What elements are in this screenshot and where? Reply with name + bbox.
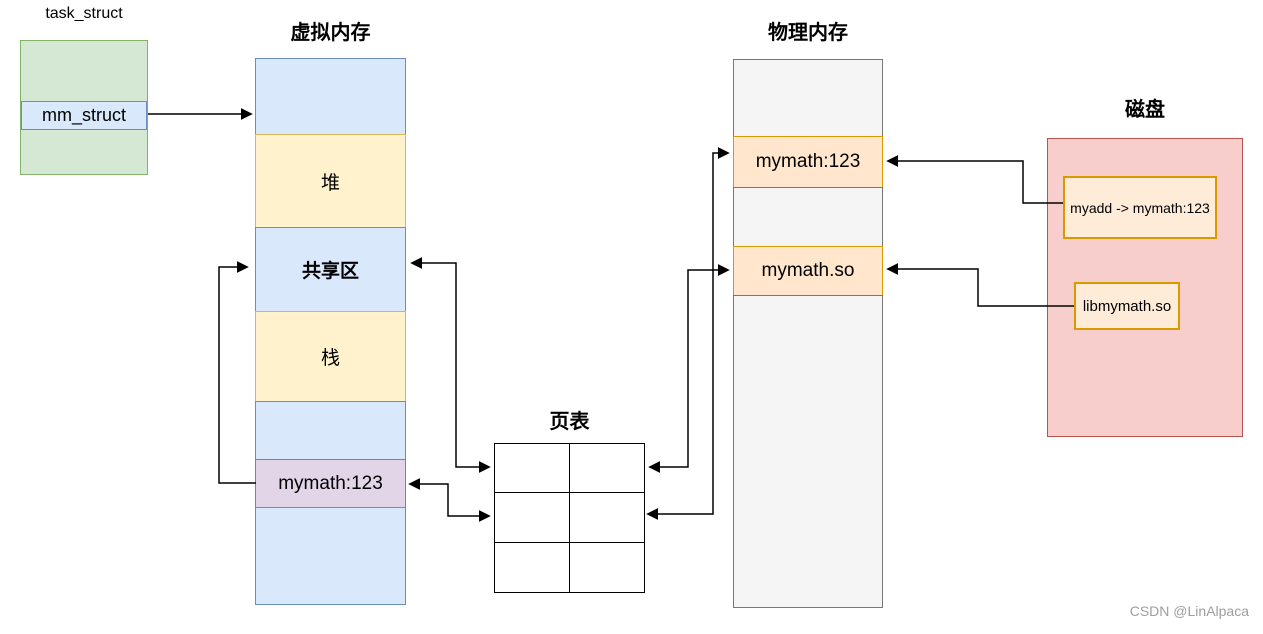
disk-title: 磁盘 — [1125, 99, 1165, 121]
pm-mymath-so-label: mymath.so — [761, 260, 855, 281]
page-table — [494, 443, 645, 593]
vm-segment-mymath: mymath:123 — [255, 459, 406, 508]
page-table-cell — [569, 493, 644, 543]
arrow-vm-mymath-to-shared-area — [218, 261, 256, 484]
arrow-disk-myadd-to-pm-mymath — [886, 155, 1063, 204]
arrow-page-table-pm-mymath — [646, 147, 730, 520]
page-table-cell — [495, 444, 570, 494]
disk-file-myadd-label: myadd -> mymath:123 — [1070, 199, 1210, 216]
pm-frame-blank — [733, 295, 883, 608]
vm-segment-stack: 栈 — [255, 311, 406, 402]
page-table-cell — [569, 444, 644, 494]
virtual-memory-title: 虚拟内存 — [290, 22, 371, 44]
pm-frame-mymath: mymath:123 — [733, 136, 883, 188]
vm-segment-bottom — [255, 507, 406, 605]
vm-segment-heap: 堆 — [255, 134, 406, 228]
pm-frame-blank — [733, 59, 883, 137]
page-table-cell — [495, 493, 570, 543]
physical-memory-title: 物理内存 — [768, 22, 848, 44]
vm-segment-shared-area: 共享区 — [255, 227, 406, 312]
physical-memory-column: mymath:123 mymath.so — [733, 59, 883, 608]
pm-frame-blank — [733, 187, 883, 247]
mm-struct-row: mm_struct — [21, 101, 147, 130]
arrow-vm-mymath-page-table — [408, 478, 491, 522]
vm-stack-label: 栈 — [320, 348, 340, 369]
vm-heap-label: 堆 — [320, 172, 340, 194]
arrow-page-table-pm-mymath-so — [648, 264, 730, 473]
disk-file-libmymath-label: libmymath.so — [1082, 297, 1172, 315]
disk-file-myadd: myadd -> mymath:123 — [1063, 176, 1217, 239]
pm-frame-mymath-so: mymath.so — [733, 246, 883, 296]
vm-segment-blank — [255, 401, 406, 460]
pm-mymath-label: mymath:123 — [755, 151, 861, 172]
disk-file-libmymath: libmymath.so — [1074, 282, 1180, 330]
task-struct-box: mm_struct — [20, 40, 148, 175]
page-table-title: 页表 — [549, 411, 590, 433]
vm-mymath-label: mymath:123 — [278, 472, 383, 494]
mm-struct-label: mm_struct — [41, 105, 126, 125]
task-struct-label: task_struct — [45, 5, 123, 22]
vm-shared-area-label: 共享区 — [301, 261, 359, 282]
vm-segment-top — [255, 58, 406, 135]
csdn-watermark: CSDN @LinAlpaca — [1129, 603, 1249, 619]
page-table-cell — [570, 543, 645, 592]
arrow-shared-area-page-table — [410, 257, 491, 473]
virtual-memory-column: 堆 共享区 栈 mymath:123 — [255, 58, 406, 605]
page-table-cell — [495, 542, 570, 592]
